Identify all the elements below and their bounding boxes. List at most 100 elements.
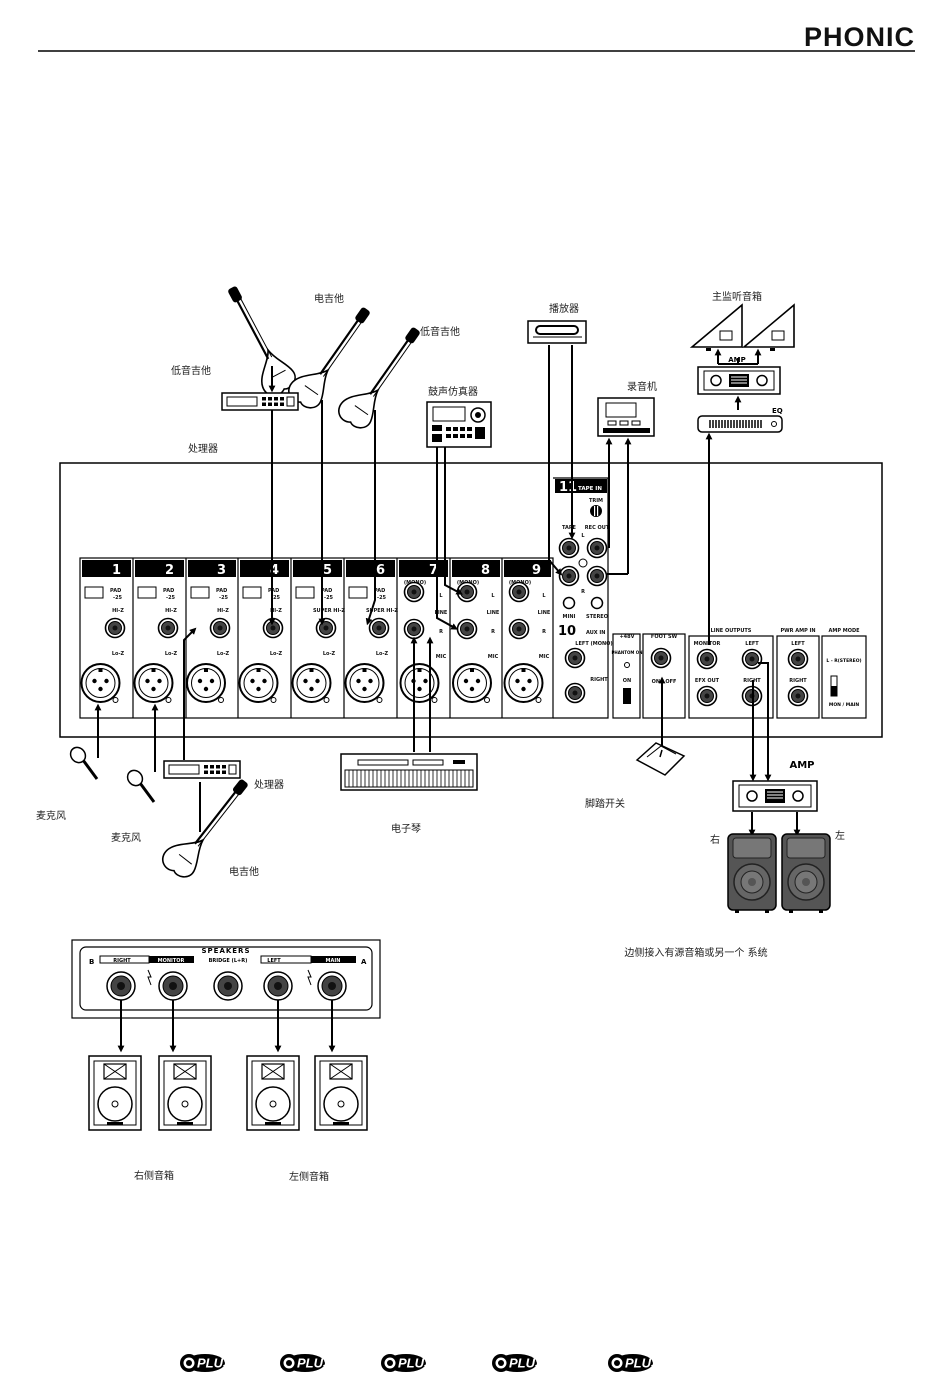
foot-sw-jack[interactable]: [650, 647, 672, 669]
plus-logo-text: PLUS: [398, 1356, 433, 1371]
aux-right-jack[interactable]: [564, 682, 586, 704]
pad-switch-6[interactable]: [348, 586, 368, 599]
hi-z-label: HI-Z: [270, 608, 282, 614]
monitor-wedge-right-icon: [741, 303, 795, 351]
hi-z-jack-2[interactable]: [157, 617, 179, 639]
pad-label: PAD: [374, 588, 385, 594]
channel-header-5: [293, 560, 342, 577]
bass-guitar-right-icon: [333, 317, 431, 435]
phantom-switch[interactable]: [623, 688, 631, 704]
speaker-jacks: [106, 971, 347, 1001]
xlr-input-8[interactable]: [452, 663, 492, 704]
pwr-amp-left-label: LEFT: [791, 641, 805, 647]
plus-logo-text: PLUS: [297, 1356, 332, 1371]
label-recorder: 录音机: [627, 380, 657, 393]
stereo-mini-jack[interactable]: [590, 596, 604, 610]
rec-out-l-jack[interactable]: [586, 537, 608, 559]
tape-l-label: L: [581, 533, 585, 539]
pwr-amp-left-jack[interactable]: [787, 648, 809, 670]
trim-knob-icon[interactable]: [590, 505, 602, 517]
pad-switch-5[interactable]: [295, 586, 315, 599]
microphone-right-icon: [126, 769, 156, 803]
channel-number-4: 4: [270, 563, 279, 578]
amp-top-unit: [697, 366, 781, 395]
line-r-jack-8[interactable]: [456, 618, 478, 640]
plus-logo-text: PLUS: [509, 1356, 544, 1371]
foot-sw-label: FOOT SW: [651, 634, 678, 640]
line-l-label: L: [542, 593, 546, 599]
plus-logo-text: PLUS: [197, 1356, 232, 1371]
channel-header-1: [82, 560, 131, 577]
tape-l-jack[interactable]: [558, 537, 580, 559]
amp-stereo-label: L - R(STEREO): [826, 658, 861, 664]
aux-in-title: AUX IN: [586, 630, 605, 636]
pwr-amp-right-jack[interactable]: [787, 685, 809, 707]
pad-switch-3[interactable]: [190, 586, 210, 599]
line-l-jack-8[interactable]: [456, 581, 478, 603]
left-out-jack[interactable]: [741, 648, 763, 670]
drum-machine-unit: [426, 401, 492, 448]
mic-label: MIC: [436, 654, 447, 660]
label-left: 左: [835, 829, 845, 842]
xlr-input-2[interactable]: [133, 663, 174, 704]
xlr-input-3[interactable]: [186, 663, 226, 704]
processor-top-unit: [221, 392, 299, 411]
xlr-input-4[interactable]: [238, 663, 279, 704]
amp-mode-section: AMP MODE L - R(STEREO) MON / MAIN: [821, 628, 867, 719]
line-r-label: R: [439, 629, 443, 635]
hi-z-label: HI-Z: [112, 608, 124, 614]
pad-label: PAD: [163, 588, 174, 594]
hi-z-jack-5[interactable]: [315, 617, 337, 639]
pa-speaker-right-icon: [727, 833, 777, 914]
xlr-input-6[interactable]: [344, 663, 385, 704]
pad-switch-4[interactable]: [242, 586, 262, 599]
phantom-label: PHANTOM ON: [612, 650, 643, 655]
xlr-input-5[interactable]: [291, 663, 332, 704]
line-r-jack-9[interactable]: [508, 618, 530, 640]
line-l-jack-9[interactable]: [508, 581, 530, 603]
electric-guitar-bottom-icon: [157, 768, 259, 884]
side-note: 边侧接入有源音箱或另一个 系统: [624, 946, 767, 959]
spk-main-label: MAIN: [326, 958, 341, 964]
channel-number-7: 7: [429, 563, 438, 578]
label-right-speakers: 右侧音箱: [134, 1169, 174, 1182]
eq-label: EQ: [772, 407, 783, 415]
spk-right-label: RIGHT: [113, 958, 131, 964]
monitor-out-jack[interactable]: [696, 648, 718, 670]
pad-switch-2[interactable]: [137, 586, 157, 599]
label-right: 右: [710, 833, 720, 846]
xlr-input-7[interactable]: [399, 663, 440, 704]
label-mic-right: 麦克风: [111, 832, 141, 844]
channel-number-9: 9: [532, 563, 541, 578]
pad-switch-1[interactable]: [84, 586, 104, 599]
mic-label: MIC: [488, 654, 499, 660]
hi-z-jack-1[interactable]: [104, 617, 126, 639]
tape-r-jack[interactable]: [558, 565, 580, 587]
amp-mode-label: AMP MODE: [828, 628, 860, 634]
channel-header-6: [346, 560, 395, 577]
left-out-label: LEFT: [745, 641, 759, 647]
mini-jack[interactable]: [562, 596, 576, 610]
efx-out-jack[interactable]: [696, 685, 718, 707]
line-l-jack-7[interactable]: [403, 581, 425, 603]
plus-logo-icon: PLUS: [280, 1354, 332, 1372]
hi-z-jack-6[interactable]: [368, 617, 390, 639]
amp-bottom-unit: [732, 780, 818, 812]
line-label: LINE: [487, 610, 500, 616]
channel-number-6: 6: [376, 563, 385, 578]
pad-db-label: -25: [166, 595, 176, 601]
player-unit: [527, 320, 587, 344]
channel-header-7: [399, 560, 448, 577]
trim-label: TRIM: [589, 498, 603, 504]
xlr-input-9[interactable]: [503, 663, 544, 704]
aux-left-jack[interactable]: [564, 647, 586, 669]
xlr-input-1[interactable]: [80, 663, 121, 704]
rec-out-r-jack[interactable]: [586, 565, 608, 587]
lo-z-label: Lo-Z: [112, 651, 125, 657]
label-left-speakers: 左侧音箱: [289, 1170, 329, 1183]
tape-in-title: TAPE IN: [578, 486, 602, 492]
speakers-title: SPEAKERS: [201, 947, 250, 955]
hi-z-label: HI-Z: [217, 608, 229, 614]
line-r-jack-7[interactable]: [403, 618, 425, 640]
hi-z-jack-3[interactable]: [209, 617, 231, 639]
